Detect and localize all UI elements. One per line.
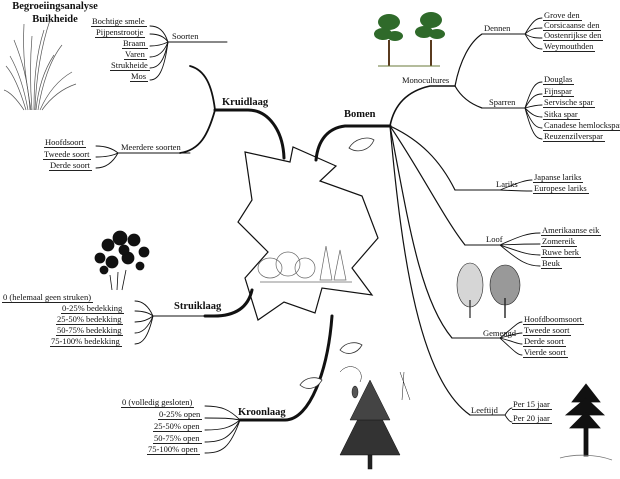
center-title-line1: Begroeiingsanalyse xyxy=(12,1,98,12)
center-node-shape xyxy=(237,146,379,321)
loof-item: Zomereik xyxy=(541,236,578,247)
struiklaag-item: 25-50% bedekking xyxy=(56,314,124,325)
center-trees-icon xyxy=(257,245,352,283)
gemengd-item: Tweede soort xyxy=(523,325,572,336)
dennen-item: Corsicaanse den xyxy=(543,20,602,31)
branch-label-bomen: Bomen xyxy=(344,109,376,120)
branch-struiklaag xyxy=(203,288,254,318)
dennen-item: Grove den xyxy=(543,10,582,21)
branch-kruidlaag xyxy=(213,108,286,160)
soort-item: Varen xyxy=(124,49,147,60)
center-title-line2: Buikheide xyxy=(32,14,78,25)
branch-label-kroonlaag: Kroonlaag xyxy=(238,407,286,418)
branch-label-kruidlaag: Kruidlaag xyxy=(222,97,269,108)
sparren-item: Sitka spar xyxy=(543,109,580,120)
pine-sketch-icon xyxy=(339,366,411,470)
monocultures-label: Monocultures xyxy=(402,75,450,85)
leaf-icon xyxy=(299,137,375,389)
lariks-label: Lariks xyxy=(496,179,518,189)
branch-bomen xyxy=(314,124,392,162)
struiklaag-item: 0 (helemaal geen struken) xyxy=(2,292,94,303)
gemengd-item: Vierde soort xyxy=(523,347,568,358)
grass-icon xyxy=(3,19,77,111)
meerdere-item: Derde soort xyxy=(49,160,92,171)
sparren-item: Servische spar xyxy=(543,97,596,108)
kroonlaag-item: 50-75% open xyxy=(153,433,202,444)
meerdere-item: Tweede soort xyxy=(43,149,92,160)
center-title: Begroeiingsanalyse Buikheide xyxy=(0,0,110,26)
gemengd-item: Derde soort xyxy=(523,336,566,347)
dennen-item: Weymouthden xyxy=(543,41,596,52)
dennen-item: Oostenrijkse den xyxy=(543,30,604,41)
struiklaag-item: 75-100% bedekking xyxy=(50,336,122,347)
meerdere-item: Hoofdsoort xyxy=(44,137,86,148)
leeftijd-item: Per 20 jaar xyxy=(512,413,552,424)
lariks-item: Europese lariks xyxy=(533,183,589,194)
sparren-item: Fijnspar xyxy=(543,86,574,97)
loof-item: Beuk xyxy=(541,258,562,269)
struiklaag-item: 0-25% bedekking xyxy=(61,303,125,314)
dennen-label: Dennen xyxy=(484,23,511,33)
struiklaag-item: 50-75% bedekking xyxy=(56,325,124,336)
loof-item: Ruwe berk xyxy=(541,247,582,258)
meerdere-label: Meerdere soorten xyxy=(121,142,181,152)
soort-item: Pijpenstrootje xyxy=(95,27,146,38)
branch-label-struiklaag: Struiklaag xyxy=(174,301,222,312)
soort-item: Bochtige smele xyxy=(91,16,147,27)
sparren-item: Canadese hemlockspar xyxy=(543,120,620,131)
sparren-label: Sparren xyxy=(489,97,516,107)
kroonlaag-item: 0-25% open xyxy=(158,409,203,420)
loof-item: Amerikaanse eik xyxy=(541,225,602,236)
leeftijd-label: Leeftijd xyxy=(471,405,498,415)
gemengd-item: Hoofdboomsoort xyxy=(523,314,585,325)
soorten-label: Soorten xyxy=(172,31,199,41)
sparren-item: Reuzenzilverspar xyxy=(543,131,605,142)
soort-item: Braam xyxy=(122,38,148,49)
tall-pine-icon xyxy=(559,383,613,461)
kroonlaag-item: 75-100% open xyxy=(147,444,200,455)
kroonlaag-item: 0 (volledig gesloten) xyxy=(121,397,195,408)
gemengd-label: Gemengd xyxy=(483,328,517,338)
shrub-icon xyxy=(94,230,150,291)
lariks-item: Japanse lariks xyxy=(533,172,584,183)
sparren-item: Douglas xyxy=(543,74,575,85)
soort-item: Mos xyxy=(130,71,149,82)
deciduous-trees-icon xyxy=(456,262,521,318)
leeftijd-item: Per 15 jaar xyxy=(512,399,552,410)
pine-trees-icon xyxy=(374,12,445,67)
soort-item: Strukheide xyxy=(110,60,150,71)
branch-kroonlaag xyxy=(238,314,334,422)
loof-label: Loof xyxy=(486,234,503,244)
kroonlaag-item: 25-50% open xyxy=(153,421,202,432)
